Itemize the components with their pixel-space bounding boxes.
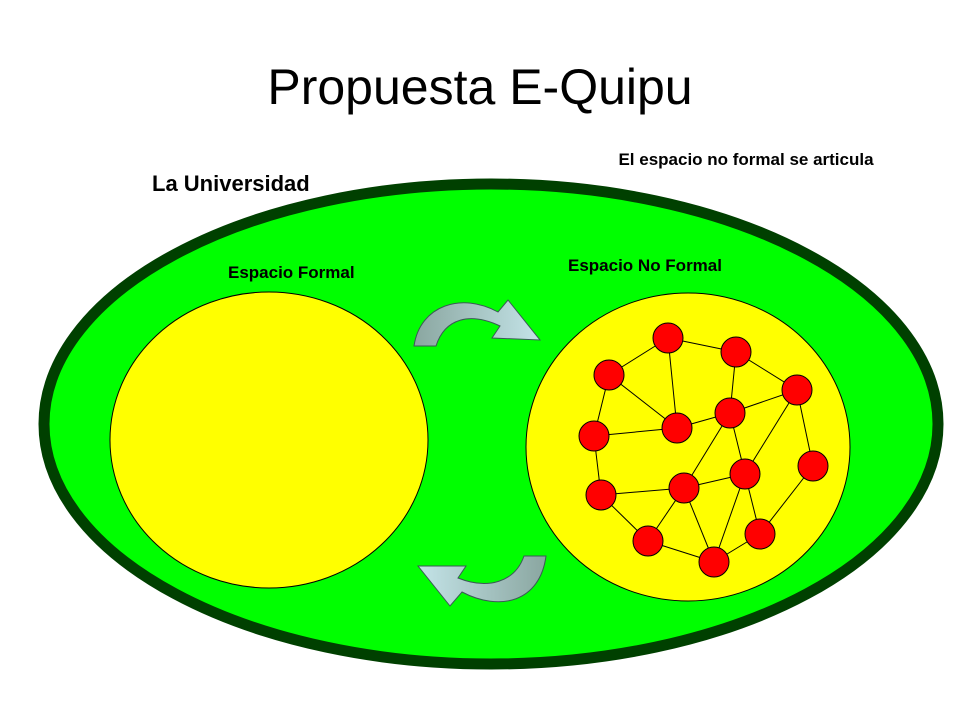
slide-title: Propuesta E-Quipu: [267, 59, 693, 115]
curved-arrow-bottom-icon: [416, 555, 547, 607]
articulation-note: El espacio no formal se articula: [618, 150, 874, 169]
curved-arrow-top-icon: [413, 299, 542, 347]
university-label: La Universidad: [152, 171, 310, 196]
nonformal-space-circle: [525, 292, 851, 602]
network-node: [632, 525, 664, 557]
network-node: [744, 518, 776, 550]
network-edge: [744, 389, 798, 475]
network-node: [652, 322, 684, 354]
network-node: [661, 412, 693, 444]
formal-space-label: Espacio Formal: [228, 263, 355, 282]
nonformal-space-label: Espacio No Formal: [568, 256, 722, 275]
network-node: [781, 374, 813, 406]
network-node: [714, 397, 746, 429]
formal-space-circle: [109, 291, 429, 589]
network-edge: [713, 473, 746, 563]
network-node: [585, 479, 617, 511]
network-node: [578, 420, 610, 452]
network-nodes: [578, 322, 829, 578]
network-node: [729, 458, 761, 490]
network-node: [593, 359, 625, 391]
network-node: [698, 546, 730, 578]
network-node: [797, 450, 829, 482]
network-node: [668, 472, 700, 504]
network-node: [720, 336, 752, 368]
